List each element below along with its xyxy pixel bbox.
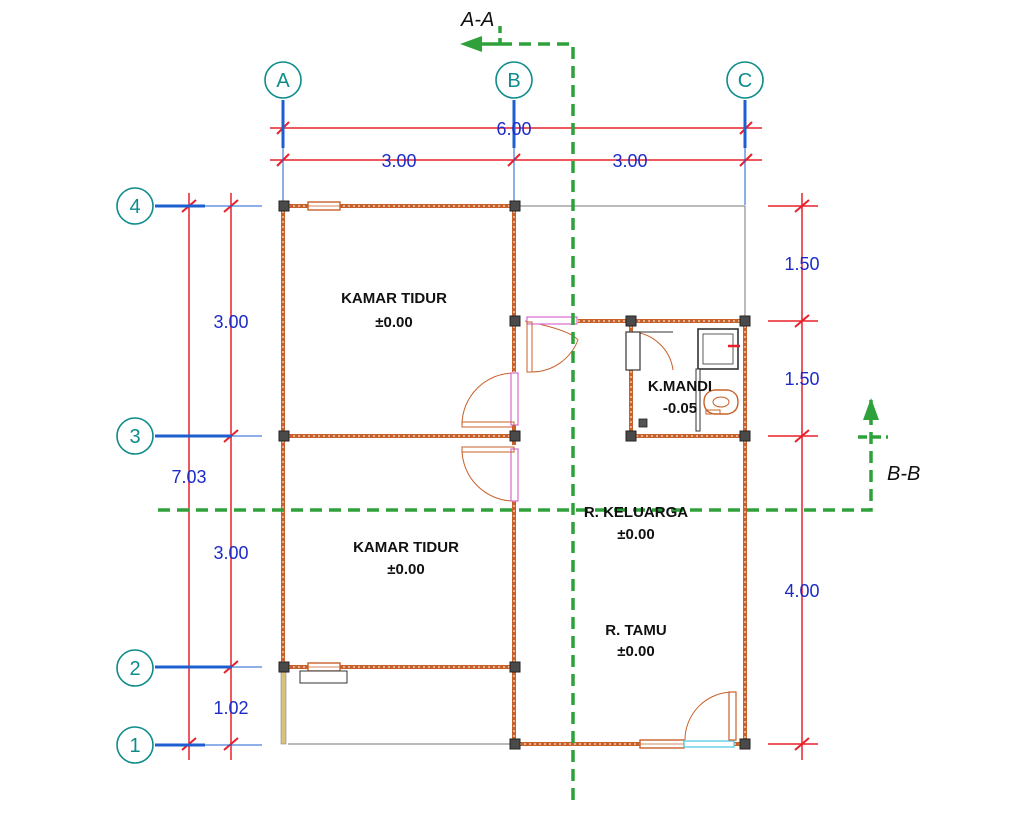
window-tamu-bottom-glass — [683, 740, 735, 748]
dim-text-left-total: 7.03 — [171, 467, 206, 487]
section-line-bb — [158, 400, 873, 512]
door-swing-entry — [684, 691, 734, 741]
grid-bubble-3 — [116, 417, 154, 455]
column-a4 — [278, 200, 290, 212]
room-name-kamar-tidur-2: KAMAR TIDUR — [353, 539, 459, 556]
grid-axes: A B C 4 3 2 1 — [116, 61, 764, 764]
grid-label-2: 2 — [129, 658, 140, 680]
room-level-ruang-keluarga: ±0.00 — [617, 526, 654, 543]
dimension-texts: 6.00 3.00 3.00 7.03 3.00 3.00 1.02 1.50 … — [171, 119, 819, 718]
grid-bubble-b — [495, 61, 533, 99]
grid-label-4: 4 — [129, 196, 140, 218]
door-panel-bedroom1 — [510, 372, 519, 426]
grid-bubble-1 — [116, 726, 154, 764]
column-c-mid — [739, 315, 751, 327]
grid-bubble-4 — [116, 187, 154, 225]
column-a3 — [278, 430, 290, 442]
grid-label-b: B — [507, 70, 520, 92]
dim-text-right-mid: 1.50 — [784, 369, 819, 389]
room-level-kamar-tidur-2: ±0.00 — [387, 561, 424, 578]
dim-text-top-total: 6.00 — [496, 119, 531, 139]
column-b2 — [509, 661, 521, 673]
column-b3 — [509, 430, 521, 442]
dim-text-left-21: 1.02 — [213, 698, 248, 718]
column-b4 — [509, 200, 521, 212]
room-name-kamar-mandi: K.MANDI — [648, 378, 712, 395]
column-c1 — [739, 738, 751, 750]
dimension-lines — [181, 121, 818, 760]
door-jamb-bedroom2 — [461, 446, 515, 453]
shower-tray — [697, 328, 739, 370]
section-arrows — [460, 26, 888, 439]
windows — [299, 201, 735, 749]
door-jamb-bedroom1 — [461, 421, 515, 428]
hatch-strip — [280, 669, 287, 745]
section-label-bb: B-B — [887, 463, 920, 485]
dim-text-top-ab: 3.00 — [381, 151, 416, 171]
door-jamb-corridor — [526, 321, 533, 373]
door-swing-bedroom2 — [461, 448, 515, 502]
room-level-kamar-tidur-1: ±0.00 — [375, 314, 412, 331]
grid-bubble-2 — [116, 649, 154, 687]
door-panel-bedroom2 — [510, 448, 519, 502]
grid-label-c: C — [738, 70, 752, 92]
door-panel-entry — [728, 691, 737, 741]
dim-text-left-32: 3.00 — [213, 543, 248, 563]
columns — [278, 200, 751, 750]
door-panel-corridor — [526, 316, 578, 325]
dim-text-right-top: 1.50 — [784, 254, 819, 274]
room-labels: KAMAR TIDUR ±0.00 KAMAR TIDUR ±0.00 K.MA… — [341, 290, 712, 660]
grid-label-1: 1 — [129, 735, 140, 757]
column-b1 — [509, 738, 521, 750]
column-c3 — [739, 430, 751, 442]
door-panel-bathroom — [625, 331, 641, 371]
doors — [461, 316, 737, 741]
grid-bubble-a — [264, 61, 302, 99]
dim-text-right-bottom: 4.00 — [784, 581, 819, 601]
floor-drain — [638, 418, 648, 428]
column-bath-left-bot — [625, 430, 637, 442]
bath-partition — [695, 368, 701, 432]
grid-label-3: 3 — [129, 426, 140, 448]
room-level-kamar-mandi: -0.05 — [663, 400, 697, 417]
dim-text-top-bc: 3.00 — [612, 151, 647, 171]
grid-bubble-c — [726, 61, 764, 99]
column-b-mid — [509, 315, 521, 327]
section-arrow-bb — [863, 398, 879, 420]
room-name-ruang-keluarga: R. KELUARGA — [584, 504, 688, 521]
bench — [299, 670, 348, 684]
door-swing-corridor — [524, 320, 579, 373]
column-a2 — [278, 661, 290, 673]
toilet-icon — [703, 389, 739, 415]
grid-label-a: A — [276, 70, 290, 92]
bathroom-fixtures — [638, 328, 740, 432]
door-swing-bedroom1 — [461, 372, 515, 426]
section-arrow-aa — [460, 36, 482, 52]
section-label-aa: A-A — [460, 9, 494, 31]
dim-text-left-43: 3.00 — [213, 312, 248, 332]
column-bath-left-top — [625, 315, 637, 327]
room-name-kamar-tidur-1: KAMAR TIDUR — [341, 290, 447, 307]
room-name-ruang-tamu: R. TAMU — [605, 622, 666, 639]
room-level-ruang-tamu: ±0.00 — [617, 643, 654, 660]
section-lines — [158, 42, 873, 800]
section-line-aa — [500, 42, 575, 800]
